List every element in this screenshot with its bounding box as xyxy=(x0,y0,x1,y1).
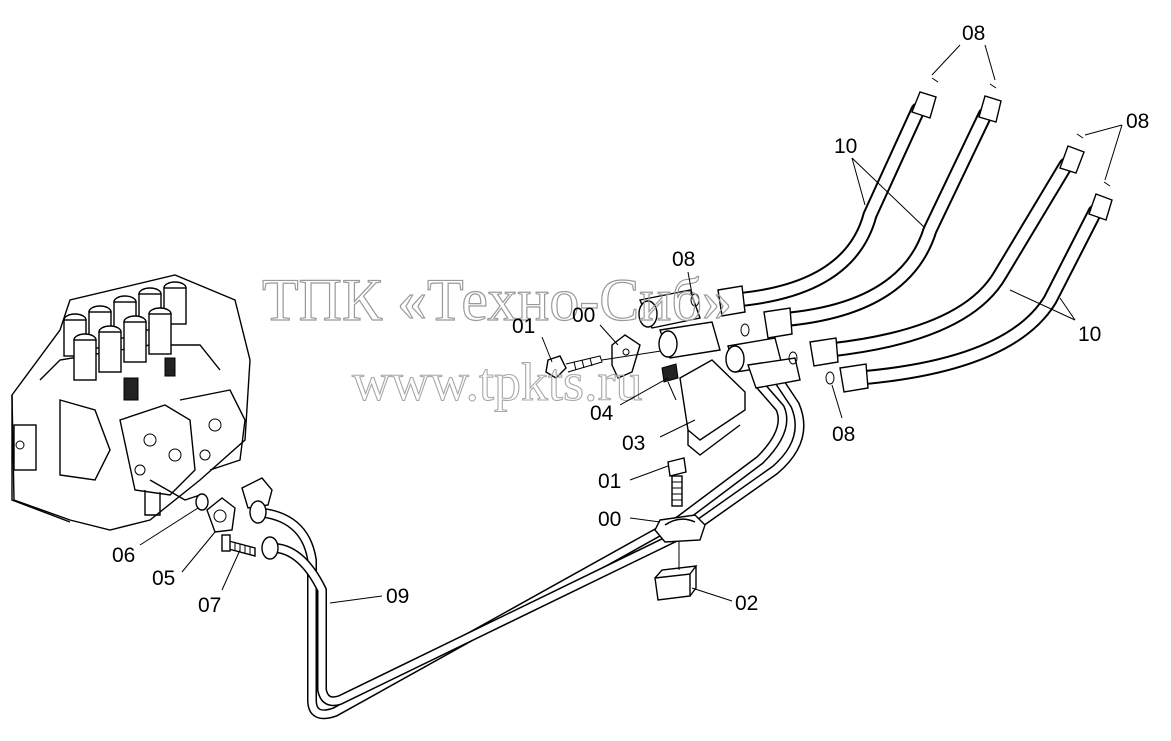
callout-04: 04 xyxy=(590,402,614,425)
callout-01-lower: 01 xyxy=(598,470,621,493)
hose-end-fittings xyxy=(717,91,1113,393)
leader-lines xyxy=(139,44,1123,604)
callout-08-lower: 08 xyxy=(832,423,855,446)
callout-00-lower: 00 xyxy=(598,508,621,531)
bolt-04 xyxy=(661,363,679,401)
callout-03: 03 xyxy=(622,432,645,455)
adapter-fittings xyxy=(638,289,801,389)
flange-half-05 xyxy=(206,497,236,533)
callout-06: 06 xyxy=(112,544,135,567)
seal-06 xyxy=(195,493,209,511)
watermark-company: ТПК «Техно-Сиб» xyxy=(262,267,732,333)
callout-00-upper: 00 xyxy=(572,304,595,327)
bolt-01-lower xyxy=(667,457,687,507)
callout-08-mid: 08 xyxy=(672,248,695,271)
clamp-00-lower xyxy=(654,514,706,543)
watermark-url: www.tpkts.ru xyxy=(352,352,643,412)
callout-09: 09 xyxy=(386,585,409,608)
hoses-10 xyxy=(727,102,1103,386)
callout-10-upper: 10 xyxy=(834,135,857,158)
steel-pipe-09 xyxy=(249,370,805,720)
callout-05: 05 xyxy=(152,567,175,590)
bolt-07 xyxy=(221,534,256,557)
spacer-block-02 xyxy=(654,542,698,601)
callout-08-right: 08 xyxy=(1126,110,1149,133)
callout-01-upper: 01 xyxy=(512,315,535,338)
o-rings-08 xyxy=(690,77,1111,385)
callout-07: 07 xyxy=(198,594,221,617)
control-valve-block xyxy=(11,274,251,531)
callout-08-top: 08 xyxy=(962,22,985,45)
callout-10-lower: 10 xyxy=(1078,323,1101,346)
flange-half-upper xyxy=(241,477,273,509)
callout-02: 02 xyxy=(735,592,758,615)
callout-labels: 08 08 10 08 01 00 10 04 08 03 01 00 06 0… xyxy=(112,22,1149,617)
bracket-03 xyxy=(679,359,746,456)
